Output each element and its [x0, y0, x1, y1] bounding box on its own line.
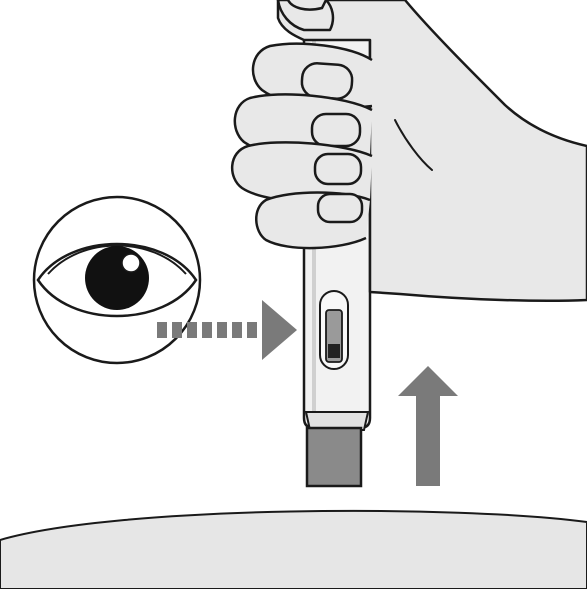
eye-icon-iris [85, 246, 149, 310]
skin-surface [0, 509, 587, 589]
fingernail-ring [313, 152, 363, 186]
thumbnail [286, 0, 328, 11]
dotted-arrow-right-icon [157, 300, 297, 360]
eye-icon-lid [47, 244, 187, 275]
eye-icon-highlight [121, 253, 141, 273]
fingernail-pinky [316, 192, 364, 224]
hand-crease [394, 119, 433, 171]
hand [230, 0, 587, 302]
pen-needle-guard [305, 426, 363, 488]
fingernail-index [300, 62, 354, 100]
fingernail-middle [310, 112, 362, 148]
arrow-up-icon [398, 366, 458, 486]
pen-collar [304, 411, 370, 431]
eye-icon [32, 195, 202, 365]
pen-window-indicator [328, 344, 340, 358]
